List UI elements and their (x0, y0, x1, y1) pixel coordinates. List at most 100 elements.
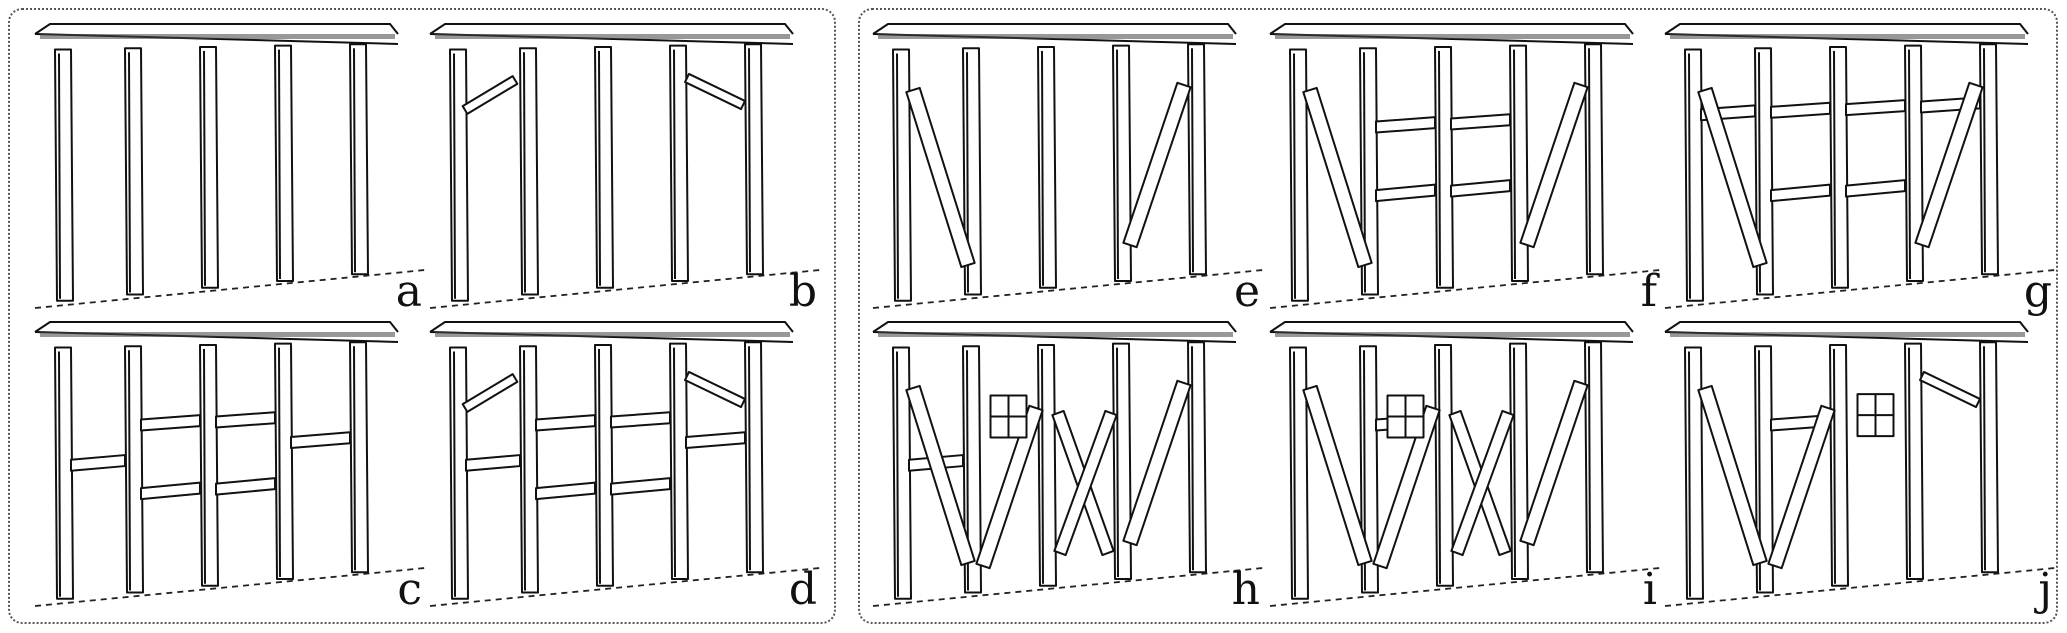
brace-long-left (1302, 86, 1373, 269)
ground-line (34, 269, 426, 309)
brace-short-right (684, 72, 746, 111)
timber-frame-drawing-a (34, 23, 426, 309)
panel-label-h: h (1231, 564, 1260, 615)
infill-strip (1275, 332, 1630, 337)
timber-frame-drawing-d (429, 321, 821, 607)
ground-line (429, 567, 821, 607)
post-5 (1187, 341, 1207, 574)
brace-long-left (905, 86, 976, 269)
panel-b: b (425, 20, 825, 320)
rail-lower-bay3 (610, 477, 671, 496)
rail-lower-bay2 (535, 481, 596, 501)
post-5-edge (1983, 48, 1986, 273)
brace-long-right (1122, 81, 1192, 249)
ground-line (872, 269, 1264, 309)
post-3 (1434, 343, 1454, 587)
panel-label-a: a (395, 266, 422, 317)
rail-lower-bay3 (1450, 179, 1511, 198)
post-4-edge (673, 49, 676, 279)
infill-strip (435, 34, 790, 39)
brace-long-left (1697, 384, 1768, 567)
ground-line (429, 269, 821, 309)
infill-strip (1275, 34, 1630, 39)
post-5 (1584, 43, 1604, 276)
infill-strip (40, 332, 395, 337)
post-3-edge (598, 348, 601, 584)
post-1-edge (453, 53, 456, 299)
post-2 (124, 47, 144, 296)
post-4 (1112, 44, 1132, 282)
post-3 (594, 45, 614, 289)
panel-f: f (1265, 20, 1665, 320)
post-5 (349, 43, 369, 276)
post-4-edge (1513, 347, 1516, 577)
timber-frame-drawing-e (872, 23, 1264, 309)
panel-label-f: f (1640, 266, 1657, 317)
brace-cross-bay3-b (1450, 409, 1515, 557)
panel-label-g: g (2023, 266, 2052, 317)
post-3-edge (1833, 348, 1836, 584)
panel-g: g (1660, 20, 2060, 320)
roof-beam-top (1269, 23, 1634, 35)
infill-strip (40, 34, 395, 39)
rail-top-bay3 (1845, 99, 1906, 117)
post-1-edge (896, 351, 899, 597)
post-3-edge (203, 348, 206, 584)
post-3 (199, 45, 219, 289)
rail-top-bay2 (1770, 101, 1831, 119)
roof-beam-top (1664, 321, 2029, 333)
brace-long-bay2 (1372, 404, 1441, 570)
brace-cross-bay3-b (1053, 409, 1118, 557)
rail-lower-bay2 (1770, 183, 1831, 203)
post-4-edge (673, 347, 676, 577)
timber-frame-drawing-c (34, 321, 426, 607)
brace-long-bay2 (1767, 404, 1836, 570)
timber-frame-drawing-j (1664, 321, 2056, 607)
rail-upper-bay2 (1375, 116, 1436, 134)
rail-upper-bay2 (535, 414, 596, 432)
rail-mid-bay4 (685, 431, 746, 449)
roof-beam-top (34, 23, 399, 35)
post-3-edge (1041, 348, 1044, 584)
panel-d: d (425, 318, 825, 618)
post-5-edge (1588, 346, 1591, 571)
post-1-edge (1293, 351, 1296, 597)
brace-long-right (1519, 379, 1589, 547)
brace-long-left (1302, 384, 1373, 567)
post-4 (1904, 44, 1924, 282)
brace-short-right (1919, 370, 1981, 409)
ground-line (1269, 269, 1661, 309)
post-4-edge (278, 49, 281, 279)
post-4-edge (1908, 347, 1911, 577)
brace-long-left (1697, 86, 1768, 269)
post-4-edge (278, 347, 281, 577)
infill-strip (878, 332, 1233, 337)
post-1 (54, 48, 74, 302)
timber-frame-drawing-h (872, 321, 1264, 607)
post-1-edge (1293, 53, 1296, 299)
post-4 (274, 342, 294, 580)
right-panel-group (858, 8, 2058, 624)
panel-c: c (30, 318, 430, 618)
post-1 (1289, 346, 1309, 600)
post-1-edge (453, 351, 456, 597)
post-1 (54, 346, 74, 600)
roof-beam-top (1269, 321, 1634, 333)
post-2-edge (128, 350, 131, 591)
post-5 (744, 341, 764, 574)
ground-line (1664, 269, 2056, 309)
post-4 (1509, 342, 1529, 580)
timber-frame-drawing-g (1664, 23, 2056, 309)
post-3-edge (1438, 50, 1441, 286)
post-1 (1289, 48, 1309, 302)
post-3-edge (1833, 50, 1836, 286)
post-5 (1584, 341, 1604, 574)
brace-long-right (1519, 81, 1589, 249)
rail-lower-bay3 (215, 477, 276, 496)
brace-short-left (461, 75, 519, 115)
panel-h: h (868, 318, 1268, 618)
brace-long-left (905, 384, 976, 567)
post-1 (449, 346, 469, 600)
panel-label-i: i (1642, 564, 1657, 615)
post-3 (1434, 45, 1454, 289)
